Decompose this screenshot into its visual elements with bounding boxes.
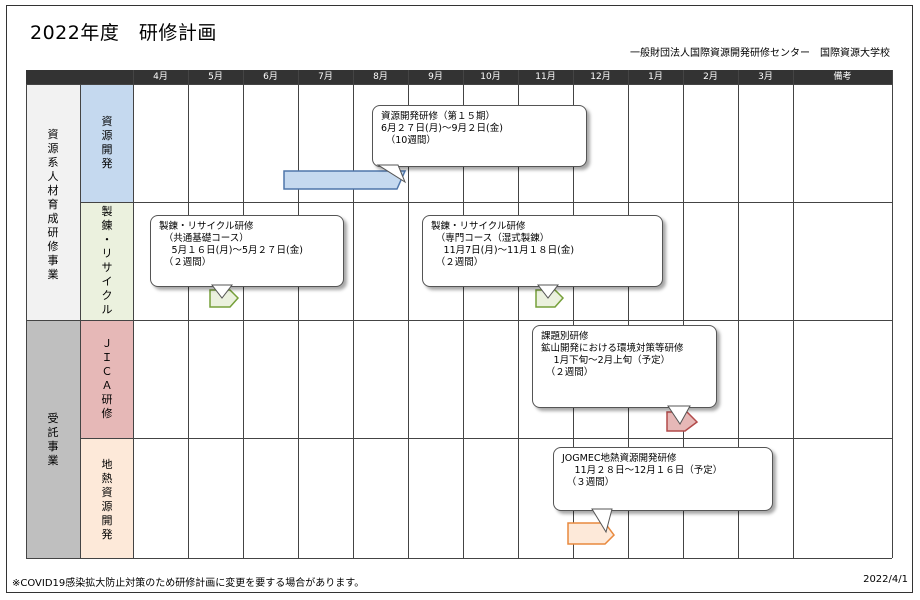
callout-smelting-basic: 製錬・リサイクル研修 （共通基礎コース） 5月１６日(月)～5月２７日(金) （… (150, 215, 344, 287)
footer-note: ※COVID19感染拡大防止対策のため研修計画に変更を要する場合があります。 (12, 578, 365, 589)
organization-name: 一般財団法人国際資源開発研修センター 国際資源大学校 (630, 48, 890, 59)
grid-vline (518, 70, 519, 558)
month-header: 11月 (535, 72, 556, 82)
grid-vline (298, 70, 299, 558)
month-header: 12月 (590, 72, 611, 82)
month-header: 2月 (703, 72, 718, 82)
grid-vline (243, 70, 244, 558)
grid-vline (408, 70, 409, 558)
callout-smelting-advanced: 製錬・リサイクル研修 （専門コース（湿式製錬） 11月7日(月)～11月１８日(… (422, 215, 663, 287)
category-row2-label: 製 錬 ・ リ サ イ ク ル (101, 205, 113, 316)
grid-hline (26, 320, 892, 321)
page-title: 2022年度 研修計画 (30, 22, 217, 44)
grid-hline (26, 84, 892, 85)
grid-vline (892, 70, 893, 558)
category-group1-label: 資 源 系 人 材 育 成 研 修 事 業 (47, 128, 59, 281)
grid-vline (80, 84, 81, 558)
remarks-header: 備考 (833, 72, 852, 82)
grid-vline (353, 70, 354, 558)
grid-vline (683, 70, 684, 558)
grid-hline (80, 202, 892, 203)
grid-vline (793, 70, 794, 558)
category-group2-label: 受 託 事 業 (47, 412, 59, 467)
grid-hline (26, 558, 892, 559)
category-row1-label: 資 源 開 発 (101, 115, 113, 170)
row2-band (80, 202, 133, 320)
grid-vline (628, 70, 629, 558)
geothermal-bar (567, 522, 615, 545)
group1-band (26, 84, 80, 320)
grid-vline (188, 70, 189, 558)
category-row4-label: 地 熱 資 源 開 発 (101, 458, 113, 541)
row1-band (80, 84, 133, 202)
grid-vline (26, 84, 27, 558)
callout-jica: 課題別研修 鉱山開発における環境対策等研修 1月下旬～2月上旬（予定） （２週間… (532, 325, 717, 408)
row3-band (80, 320, 133, 438)
grid-hline (80, 438, 892, 439)
month-header: 4月 (153, 72, 168, 82)
group2-band (26, 320, 80, 558)
grid-vline (133, 70, 134, 558)
grid-vline (463, 70, 464, 558)
month-header: 10月 (480, 72, 501, 82)
footer-date: 2022/4/1 (863, 574, 908, 585)
month-header: 7月 (318, 72, 333, 82)
month-header: 5月 (208, 72, 223, 82)
month-header: 1月 (648, 72, 663, 82)
month-header: 6月 (263, 72, 278, 82)
month-header: 3月 (758, 72, 773, 82)
resource-dev-bar (283, 170, 407, 190)
row4-band (80, 438, 133, 558)
callout-geothermal: JOGMEC地熱資源開発研修 11月２８日～12月１６日（予定） （３週間） (553, 447, 773, 511)
month-header-bar (26, 70, 892, 84)
grid-vline (738, 70, 739, 558)
grid-vline (573, 70, 574, 558)
month-header: 9月 (428, 72, 443, 82)
callout-resource-development: 資源開発研修（第１５期） 6月２７日(月)～9月２日(金) （10週間） (372, 105, 587, 167)
category-row3-label: Ｊ Ｉ Ｃ Ａ 研 修 (101, 337, 113, 420)
month-header: 8月 (373, 72, 388, 82)
